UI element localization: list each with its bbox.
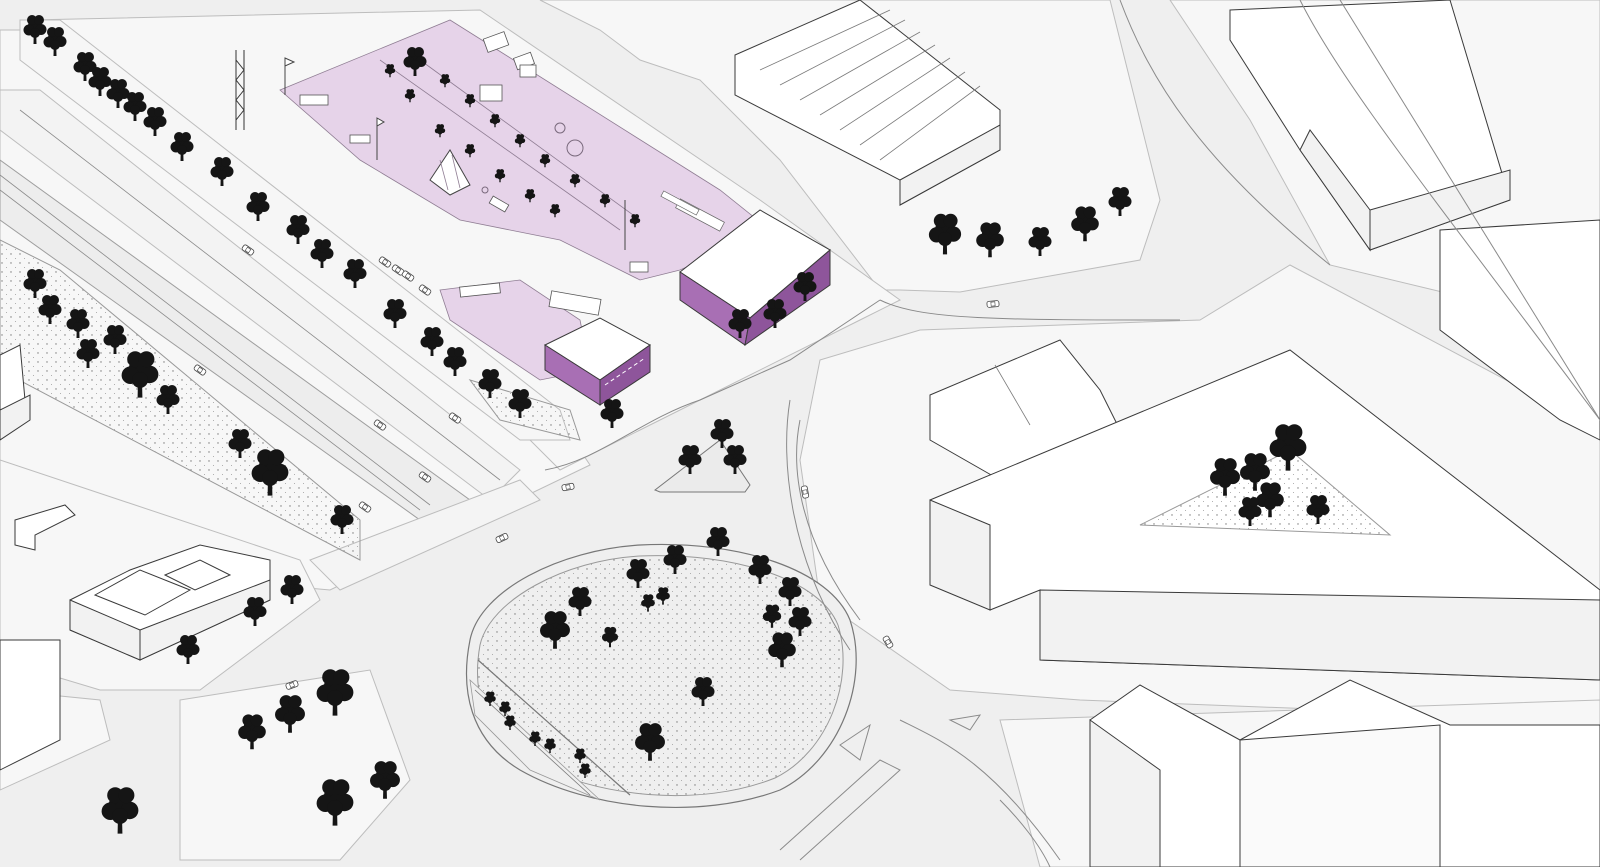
ornament-icon xyxy=(566,139,584,157)
highlighted-building-small xyxy=(543,317,651,406)
traffic-island xyxy=(653,439,751,493)
lattice-tower-icon xyxy=(235,50,245,130)
stepped-building xyxy=(734,0,1001,206)
ornament-icon xyxy=(554,122,566,134)
pavilion-icon xyxy=(429,149,471,196)
roundabout xyxy=(465,543,857,809)
building-west-cluster xyxy=(69,544,271,661)
building-far-west xyxy=(0,344,76,771)
building-northeast xyxy=(1229,0,1511,252)
flag-pole-icon xyxy=(284,57,626,250)
rail-corridor xyxy=(0,89,541,591)
car-icon xyxy=(986,300,1000,308)
road-edges xyxy=(544,0,1600,867)
building-southeast xyxy=(1089,679,1600,867)
building-east-edge xyxy=(1439,219,1600,441)
